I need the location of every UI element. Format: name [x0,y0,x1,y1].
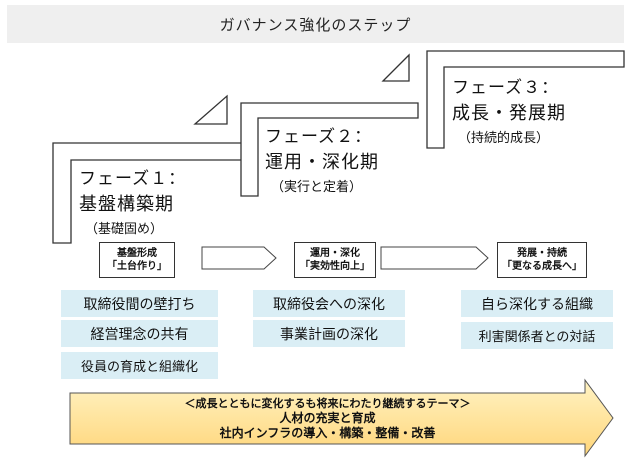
action-badge-phase2-2: 事業計画の深化 [253,320,405,347]
stage-box-3: 発展・持続 「更なる成長へ」 [497,242,587,278]
stage-box-2: 運用・深化 「実効性向上」 [294,242,376,278]
stage-box-1: 基盤形成 「土台作り」 [99,242,175,278]
phase-3-name: フェーズ３： [452,78,560,98]
page-title: ガバナンス強化のステップ [7,5,624,43]
phase-1-name: フェーズ１： [79,169,187,189]
stage-box-2-line1: 運用・深化 [310,248,360,259]
phase-2-name: フェーズ２： [265,127,373,147]
stage-box-3-line2: 「更なる成長へ」 [502,261,582,272]
phase-3-title: 成長・発展期 [452,103,566,124]
step-2-shape [240,102,419,197]
action-badge-phase1-1: 取締役間の壁打ち [61,290,218,317]
banner-line-1: 人材の充実と育成 [279,411,376,425]
stage-box-3-line1: 発展・持続 [517,248,567,259]
step-3-shape [426,50,625,149]
phase-3-label: フェーズ３： 成長・発展期 （持続的成長） [452,73,566,146]
stage-box-1-line1: 基盤形成 [117,248,157,259]
banner-arrow-shape [69,378,614,458]
stage-box-1-line2: 「土台作り」 [107,261,167,272]
step-1-triangle [193,94,228,125]
stage-box-2-line2: 「実効性向上」 [300,261,370,272]
phase-2-title: 運用・深化期 [265,152,379,173]
action-badge-phase3-2: 利害関係者との対話 [461,322,613,349]
phase-2-subtitle: （実行と定着） [271,180,363,195]
phase-3-subtitle: （持続的成長） [458,131,550,146]
banner-text: ＜成長とともに変化するも将来にわたり継続するテーマ＞ 人材の充実と育成 社内イン… [70,396,585,441]
action-badge-phase2-1: 取締役会への深化 [253,290,405,317]
phase-1-subtitle: （基礎固め） [85,222,164,237]
phase-1-label: フェーズ１： 基盤構築期 （基礎固め） [79,164,186,237]
action-badge-phase1-3: 役員の育成と組織化 [61,352,218,379]
phase-2-label: フェーズ２： 運用・深化期 （実行と定着） [265,122,379,195]
step-2-triangle [381,53,410,82]
phase-1-title: 基盤構築期 [79,194,174,215]
arrow-2-3 [380,246,489,270]
arrow-1-2 [201,246,277,270]
action-badge-phase1-2: 経営理念の共有 [61,320,218,347]
banner-caption: ＜成長とともに変化するも将来にわたり継続するテーマ＞ [184,397,471,410]
banner-line-2: 社内インフラの導入・構築・整備・改善 [219,426,436,440]
action-badge-phase3-1: 自ら深化する組織 [461,290,613,317]
